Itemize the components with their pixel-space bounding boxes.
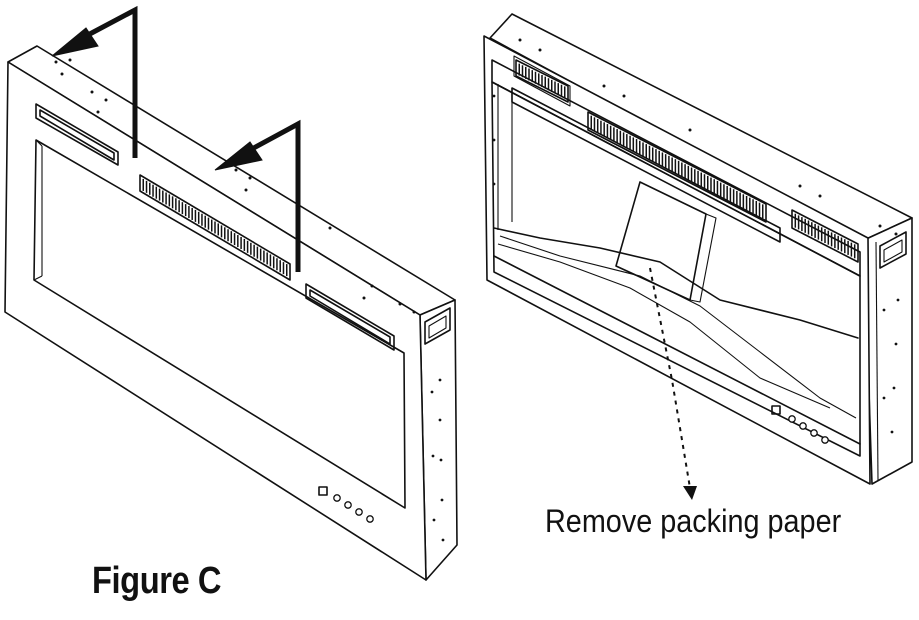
round-button-icon [810, 429, 818, 437]
right-vent-center [587, 111, 767, 223]
ember-bed-line [493, 227, 859, 339]
right-vent-left [515, 59, 569, 103]
square-button-icon [318, 486, 328, 496]
left-glass-outer [33, 139, 406, 509]
right-side-face [863, 217, 913, 485]
square-button-icon [771, 405, 781, 415]
round-button-icon [366, 515, 374, 523]
left-fireplace [4, 45, 458, 581]
arrow-icon [51, 5, 138, 158]
right-side-handle [879, 231, 907, 269]
round-button-icon [333, 494, 341, 502]
left-side-handle [424, 307, 451, 345]
round-button-icon [821, 436, 829, 444]
left-vent-grille [139, 174, 291, 281]
round-button-icon [799, 422, 807, 430]
annotation-label: Remove packing paper [545, 503, 842, 539]
round-button-icon [788, 415, 796, 423]
round-button-icon [344, 501, 352, 509]
arrow-icon [214, 119, 301, 272]
left-top-slot-left [35, 103, 119, 166]
left-top-slot-right [305, 283, 395, 351]
figure-label: Figure C [92, 560, 222, 602]
leader-arrow [649, 267, 697, 500]
right-fireplace [483, 13, 913, 485]
left-front-panel [4, 61, 427, 581]
round-button-icon [355, 508, 363, 516]
left-grille-bars [142, 178, 288, 277]
right-vent-right [791, 209, 859, 263]
